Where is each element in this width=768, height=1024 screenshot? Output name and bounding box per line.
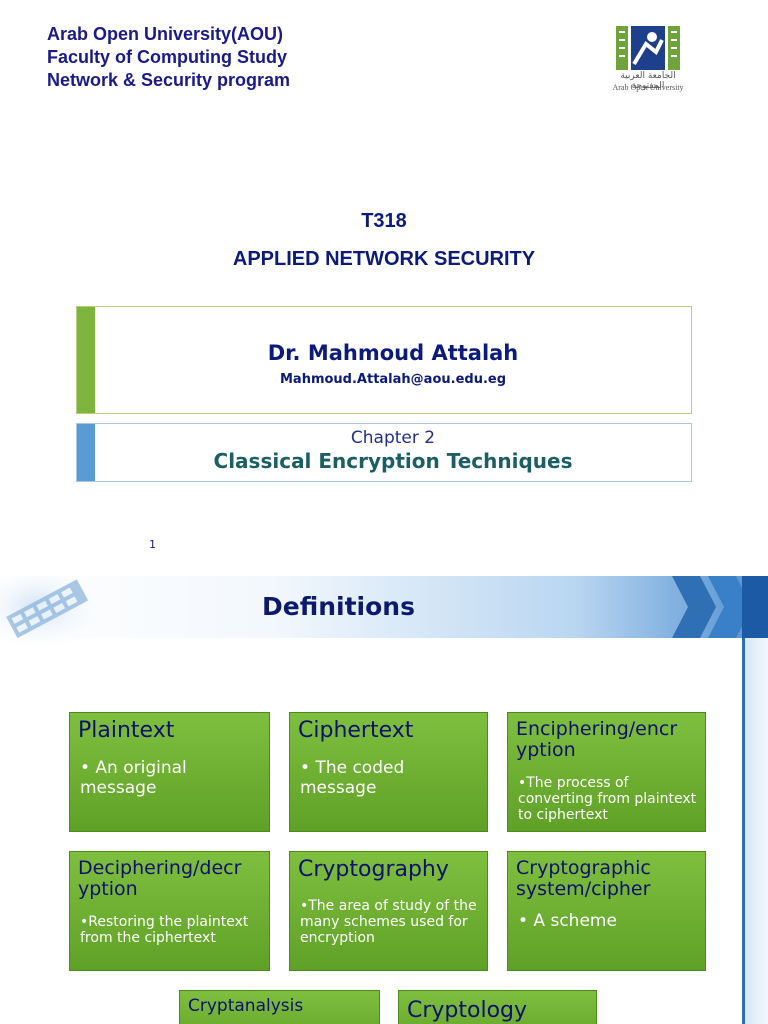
logo-arabic-text: الجامعة العربية المفتوحة: [620, 71, 676, 91]
definition-card-deciphering: Deciphering/decr yption •Restoring the p…: [69, 851, 270, 971]
card-term: Deciphering/decr yption: [78, 857, 242, 900]
slide-title: Definitions: [262, 592, 415, 621]
card-definition: •The process of converting from plaintex…: [518, 775, 697, 824]
card-term: Plaintext: [78, 718, 175, 743]
author-accent-bar: [77, 307, 95, 413]
chapter-title: Classical Encryption Techniques: [213, 449, 573, 473]
card-definition: •Restoring the plaintext from the cipher…: [80, 914, 249, 947]
institution-line-faculty: Faculty of Computing Study: [47, 47, 287, 67]
institution-line-program: Network & Security program: [47, 70, 291, 90]
course-code: T318: [361, 210, 407, 232]
course-name: APPLIED NETWORK SECURITY: [232, 248, 536, 270]
chevron-right-icon: [672, 576, 716, 638]
institution-header: Arab Open University(AOU) Faculty of Com…: [47, 23, 290, 92]
card-term: Enciphering/encr yption: [516, 718, 678, 761]
card-term: Cryptology: [407, 998, 528, 1023]
chapter-number: Chapter 2: [350, 428, 436, 448]
card-definition: • A scheme: [518, 911, 617, 931]
definition-card-cryptographic-system: Cryptographic system/cipher • A scheme: [507, 851, 706, 971]
right-side-bar: [742, 638, 768, 1024]
definition-card-ciphertext: Ciphertext • The coded message: [289, 712, 488, 832]
aou-logo-icon: [616, 26, 680, 70]
card-term: Cryptanalysis: [188, 996, 304, 1016]
author-name: Dr. Mahmoud Attalah: [267, 341, 519, 365]
author-box: Dr. Mahmoud Attalah Mahmoud.Attalah@aou.…: [76, 306, 692, 414]
definition-card-cryptography: Cryptography •The area of study of the m…: [289, 851, 488, 971]
card-term: Cryptography: [298, 857, 449, 882]
definitions-slide: Definitions Plaintext • An original mess…: [0, 576, 768, 1024]
film-strip-decoration-icon: [0, 576, 110, 646]
chapter-accent-bar: [77, 424, 95, 481]
page-number: 1: [149, 538, 156, 551]
title-slide: Arab Open University(AOU) Faculty of Com…: [47, 23, 692, 551]
card-definition: • An original message: [80, 758, 187, 798]
card-term: Ciphertext: [298, 718, 414, 743]
author-email: Mahmoud.Attalah@aou.edu.eg: [279, 372, 507, 387]
logo-english-text: Arab Open University: [612, 83, 684, 92]
definition-card-plaintext: Plaintext • An original message: [69, 712, 270, 832]
header-banner: [0, 576, 768, 638]
definition-card-cryptanalysis: Cryptanalysis: [179, 990, 380, 1024]
card-definition: •The area of study of the many schemes u…: [300, 898, 477, 947]
card-term: Cryptographic system/cipher: [516, 857, 651, 900]
card-definition: • The coded message: [300, 758, 405, 798]
definition-card-enciphering: Enciphering/encr yption •The process of …: [507, 712, 706, 832]
chapter-box: Chapter 2 Classical Encryption Technique…: [76, 423, 692, 482]
chevron-right-icon-2: [708, 576, 752, 638]
definition-card-cryptology: Cryptology: [398, 990, 597, 1024]
institution-line-university: Arab Open University(AOU): [47, 24, 284, 44]
